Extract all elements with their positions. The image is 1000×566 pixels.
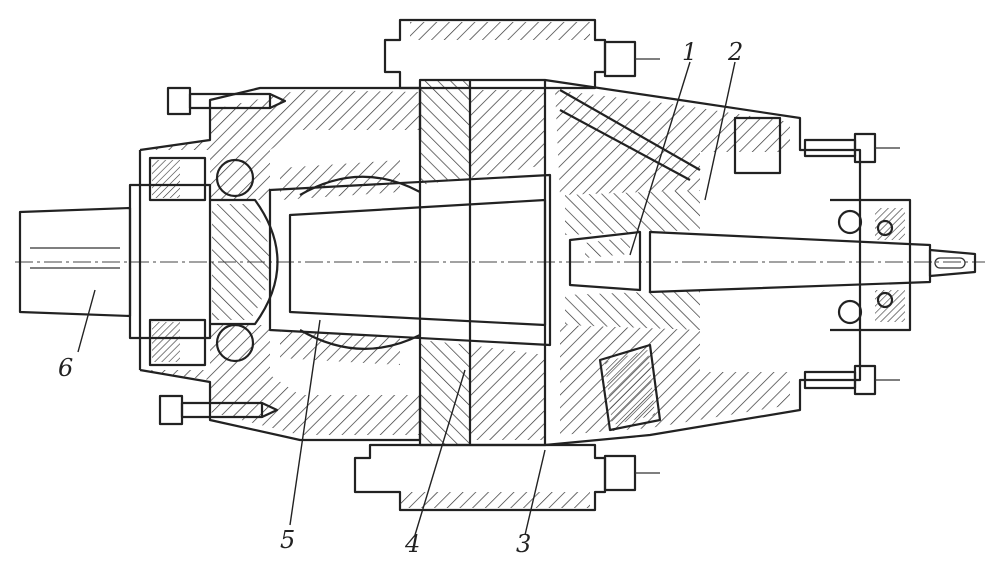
callout-3: 3: [516, 530, 531, 558]
central-disc: [418, 78, 547, 447]
right-housing: [544, 78, 862, 447]
cylinder-block: [268, 160, 552, 365]
callout-4: 4: [404, 530, 420, 558]
input-shaft: [18, 183, 279, 340]
left-bolts: [158, 86, 287, 426]
callout-5: 5: [280, 526, 295, 554]
callout-6: 6: [58, 354, 73, 382]
right-bolts: [803, 132, 900, 396]
tie-rods: [353, 18, 660, 512]
left-housing: [138, 86, 422, 442]
leader-lines: [77, 61, 736, 536]
callout-1: 1: [682, 38, 697, 66]
output-shaft: [568, 198, 977, 332]
callout-2: 2: [727, 38, 743, 66]
